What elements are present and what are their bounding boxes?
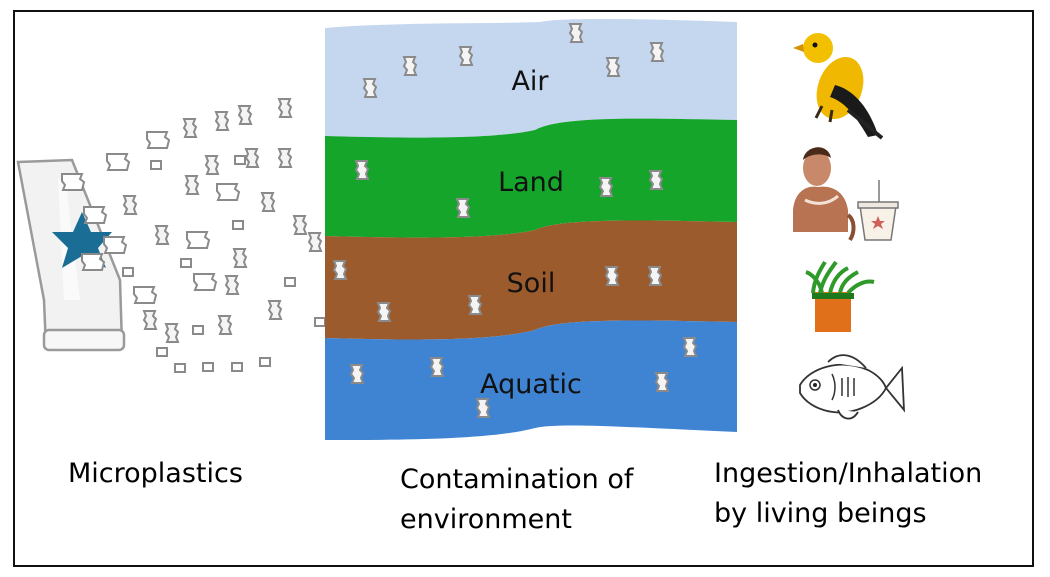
soil-layer (325, 220, 737, 340)
environment-layers: Air Land Soil Aquatic (325, 19, 737, 440)
land-layer (325, 118, 737, 238)
human-icon (793, 147, 899, 242)
caption-ingestion: Ingestion/Inhalation by living beings (714, 454, 982, 534)
caption-contamination-line1: Contamination of (400, 464, 634, 495)
caption-microplastics: Microplastics (68, 458, 243, 489)
fish-icon (799, 354, 906, 420)
microplastics-illustration (16, 98, 326, 373)
plant-icon (805, 260, 875, 332)
caption-ingestion-line2: by living beings (714, 498, 927, 529)
air-layer (325, 19, 737, 138)
layer-label-soil: Soil (507, 268, 556, 299)
layer-label-aquatic: Aquatic (480, 369, 582, 400)
bird-icon (793, 33, 884, 140)
caption-ingestion-line1: Ingestion/Inhalation (714, 458, 983, 489)
caption-contamination-line2: environment (400, 504, 572, 535)
layer-label-air: Air (511, 66, 549, 97)
layer-label-land: Land (498, 167, 564, 198)
aquatic-layer (325, 320, 737, 440)
diagram-frame (13, 10, 1034, 567)
caption-contamination: Contamination of environment (400, 460, 633, 540)
